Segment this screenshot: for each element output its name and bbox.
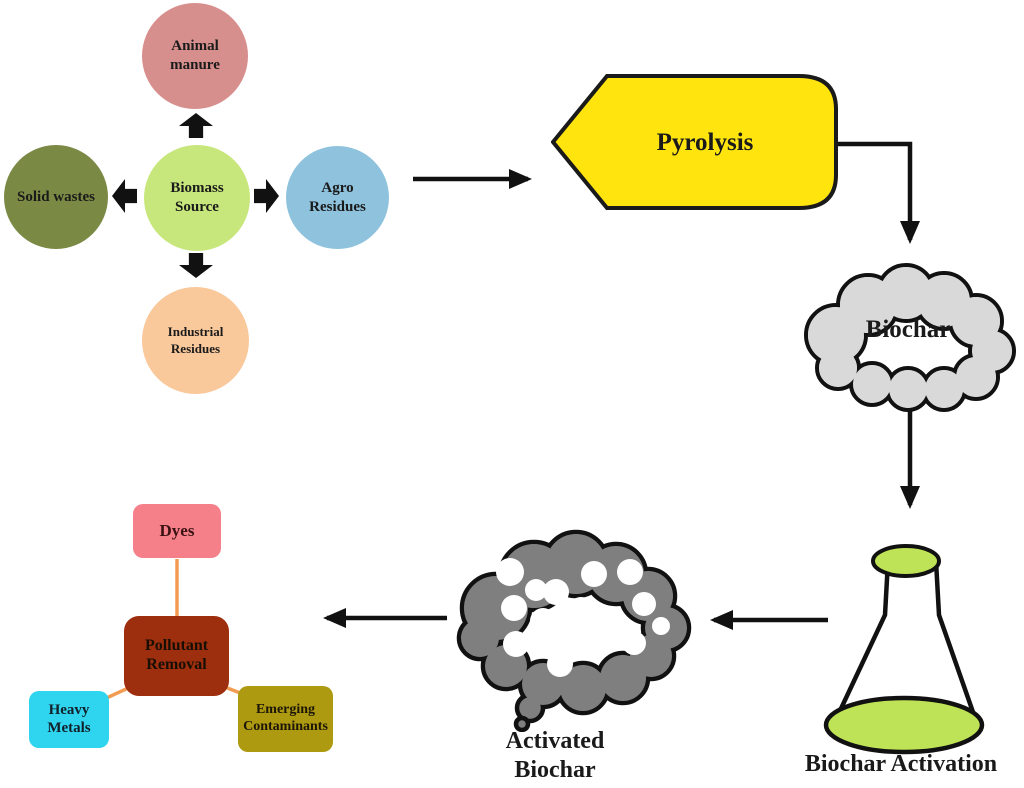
pollutant-removal-label: Pollutant Removal xyxy=(144,637,209,673)
biomass-source-circle: Biomass Source xyxy=(144,145,250,251)
emerging-contaminants-box: Emerging Contaminants xyxy=(238,686,333,752)
industrial-residues-circle: Industrial Residues xyxy=(142,287,249,394)
biochar-pores xyxy=(496,558,670,677)
solid-wastes-label: Solid wastes xyxy=(17,188,95,205)
heavy-metals-label: Heavy Metals xyxy=(47,701,91,736)
biomass-source-label: Biomass Source xyxy=(170,180,224,215)
biochar-cloud xyxy=(804,263,1016,412)
heavy-metals-box: Heavy Metals xyxy=(29,691,109,748)
animal-manure-circle: Animal manure xyxy=(142,3,248,109)
dyes-box: Dyes xyxy=(133,504,221,558)
activated-biochar-label: Activated Biochar xyxy=(505,728,605,784)
agro-residues-label: Agro Residues xyxy=(309,179,366,215)
activated-biochar-cloud xyxy=(456,529,692,732)
solid-wastes-circle: Solid wastes xyxy=(4,145,108,249)
animal-manure-label: Animal manure xyxy=(170,38,220,73)
flask-icon xyxy=(823,544,985,755)
emerging-contaminants-label: Emerging Contaminants xyxy=(243,702,328,734)
biochar-activation-label: Biochar Activation xyxy=(804,751,998,777)
industrial-residues-label: Industrial Residues xyxy=(167,324,224,356)
pyrolysis-label: Pyrolysis xyxy=(656,129,754,156)
dyes-label: Dyes xyxy=(159,520,195,540)
arrow-pyrolysis-to-biochar xyxy=(836,141,920,244)
pollutant-removal-box: Pollutant Removal xyxy=(124,616,229,696)
pyrolysis-shape xyxy=(551,74,838,210)
biochar-label: Biochar xyxy=(865,316,951,343)
agro-residues-circle: Agro Residues xyxy=(286,146,389,249)
